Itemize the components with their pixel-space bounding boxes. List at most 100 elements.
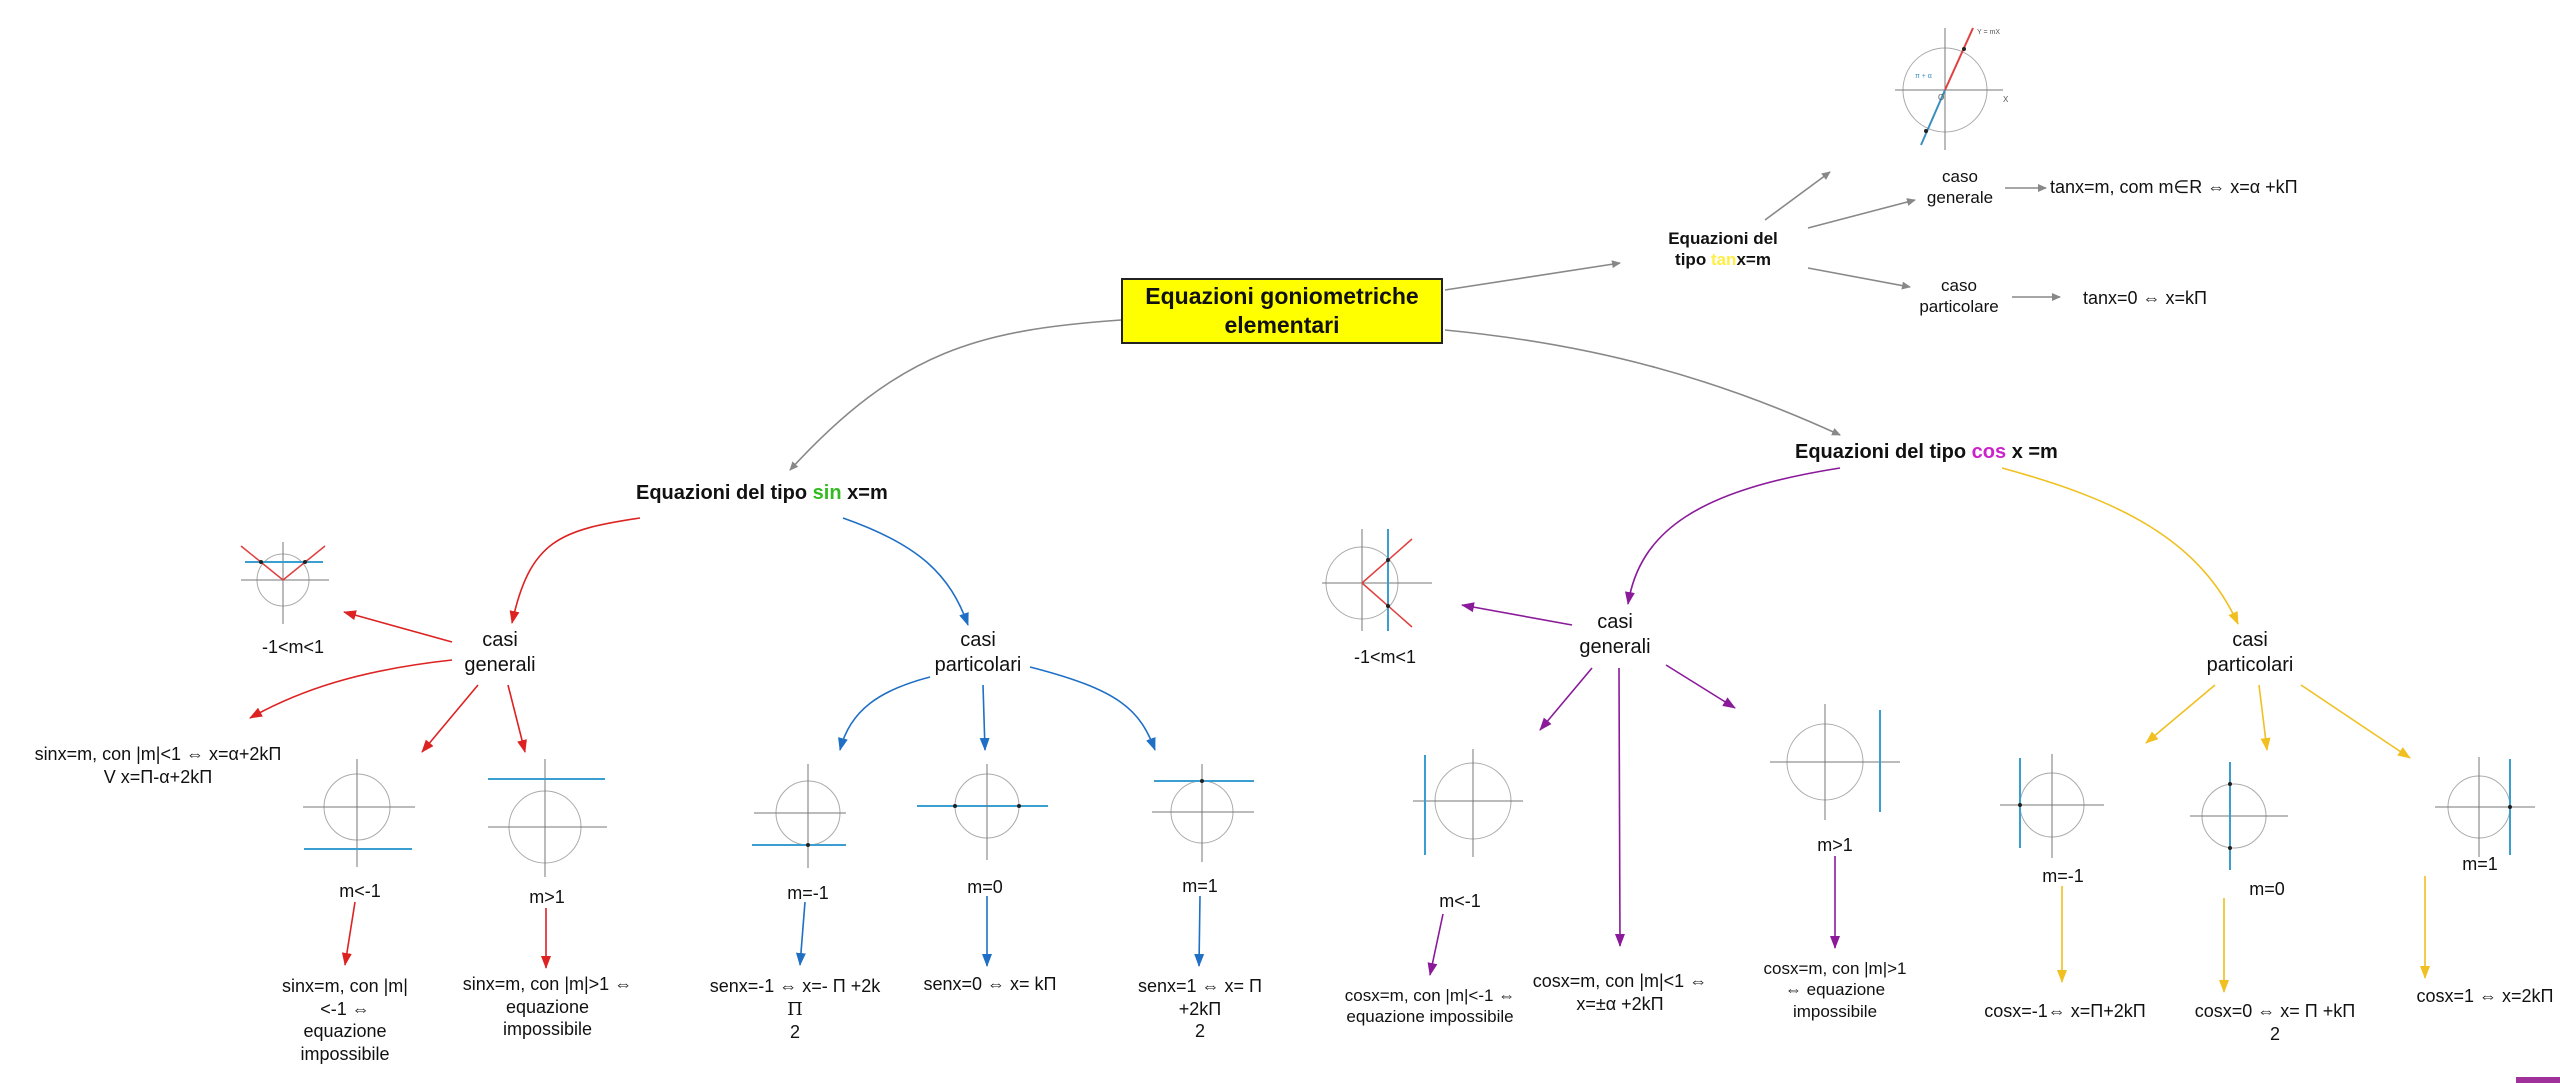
cos-m-neg1-label: m=-1 <box>2042 866 2084 886</box>
sin-range-label: -1˂m˂1 <box>261 637 325 657</box>
unit-circle-cos-m-neg1-diagram-icon <box>2000 754 2104 858</box>
sin-generali-1: casi <box>482 629 518 651</box>
cos-range-formula: cosx=m, con |m|˂1 ⇔ x=±α +2kΠ <box>1530 970 1710 1015</box>
cos-fn-word: cos <box>1971 441 2007 463</box>
sin-m1-formula: senx=1 ⇔ x= Π +2kΠ 2 <box>1120 975 1280 1043</box>
tan-fn-word: tan <box>1710 250 1737 270</box>
cos-casi-generali-node[interactable]: casi generali <box>1570 610 1660 660</box>
cos-range-formula-1: cosx=m, con |m|˂1 ⇔ <box>1532 971 1708 991</box>
edge-sin-part-m-neg1 <box>838 676 931 751</box>
sin-gt-formula-1: sinx=m, con |m|˃1 ⇔ <box>462 974 633 994</box>
cos-gt-formula-1: cosx=m, con |m|˃1 <box>1763 959 1907 978</box>
tan-title-node[interactable]: Equazioni del tipo tanx=m <box>1648 228 1798 271</box>
sin-title-node[interactable]: Equazioni del tipo sin x=m <box>636 481 888 506</box>
sin-m1-formula-1: senx=1 ⇔ x= Π <box>1137 976 1263 996</box>
tan-particolare-formula: tanx=0 ⇔ x=kΠ <box>2083 288 2208 308</box>
cos-m1-label: m=1 <box>2462 854 2498 874</box>
edge-cos-gen-range-formula <box>1614 667 1625 947</box>
edge-cos-gen-range <box>1461 602 1573 626</box>
sin-lt-formula-3: equazione <box>303 1021 387 1041</box>
svg-text:π + α: π + α <box>1915 73 1932 80</box>
cos-lt-formula-1: cosx=m, con |m|˂-1 ⇔ <box>1344 986 1516 1005</box>
cos-particolari-1: casi <box>2232 629 2268 651</box>
edge-cos-part-m0 <box>2258 684 2271 751</box>
sin-casi-particolari-node[interactable]: casi particolari <box>928 628 1028 678</box>
sin-gt-formula-2: equazione <box>505 996 590 1017</box>
cos-gt-formula: cosx=m, con |m|˃1 ⇔ equazione impossibil… <box>1750 958 1920 1022</box>
sin-fn-word: sin <box>812 482 842 504</box>
sin-title-pre: Equazioni del tipo <box>636 482 813 504</box>
sin-particolari-1: casi <box>960 629 996 651</box>
edge-sin-lt-formula <box>341 901 356 966</box>
unit-circle-sin-range-diagram-icon <box>240 542 329 624</box>
sin-lt-label: m˂-1 <box>339 881 381 901</box>
tan-caso-generale-node[interactable]: caso generale <box>1915 166 2005 209</box>
edge-sin-part-m1 <box>1029 666 1156 751</box>
cos-gt-formula-2: ⇔ equazione <box>1784 980 1886 1000</box>
tan-generale-label-1: caso <box>1942 167 1978 186</box>
cos-gt-label: m˃1 <box>1817 835 1853 855</box>
sin-lt-formula-2: ˂-1 ⇔ <box>320 998 370 1019</box>
sin-m-neg1-formula: senx=-1 ⇔ x=- Π +2k Π 2 <box>700 975 890 1044</box>
cos-m1-formula: cosx=1 ⇔ x=2kΠ <box>2416 986 2554 1006</box>
svg-text:X: X <box>2003 95 2009 104</box>
unit-circle-cos-gt-diagram-icon <box>1770 704 1900 820</box>
edge-cos-generali <box>1624 467 1841 605</box>
sin-m-neg1-formula-1: senx=-1 ⇔ x=- Π +2k <box>709 976 881 996</box>
edge-cos-particolari <box>2001 467 2239 625</box>
cos-title-node[interactable]: Equazioni del tipo cos x =m <box>1795 440 2058 465</box>
edge-tan-particolare <box>1807 267 1911 290</box>
sin-m0-formula: senx=0 ⇔ x= kΠ <box>923 974 1057 994</box>
sin-m0-label: m=0 <box>967 877 1003 897</box>
edge-sin-generali <box>509 517 641 624</box>
edge-root-cos <box>1444 329 1841 436</box>
edge-sin-m1-formula <box>1194 895 1205 967</box>
unit-circle-sin-lt-diagram-icon <box>303 759 415 867</box>
sin-casi-generali-node[interactable]: casi generali <box>455 628 545 678</box>
sin-generali-2: generali <box>464 654 536 676</box>
unit-circle-sin-m0-diagram-icon <box>917 764 1048 860</box>
unit-circle-cos-m0-diagram-icon <box>2190 762 2288 870</box>
tan-title-line1: Equazioni del <box>1668 229 1778 248</box>
cos-title-pre: Equazioni del tipo <box>1795 441 1972 463</box>
unit-circle-cos-lt-diagram-icon <box>1413 749 1523 857</box>
cos-lt-formula: cosx=m, con |m|˂-1 ⇔ equazione impossibi… <box>1330 985 1530 1028</box>
cos-casi-particolari-node[interactable]: casi particolari <box>2200 628 2300 678</box>
sin-gt-formula: sinx=m, con |m|˃1 ⇔ equazione impossibil… <box>460 973 635 1041</box>
unit-circle-cos-m1-diagram-icon <box>2435 757 2535 857</box>
cos-range-formula-2: x=±α +2kΠ <box>1576 993 1664 1014</box>
cos-generali-1: casi <box>1597 611 1633 633</box>
cos-m0-label: m=0 <box>2249 879 2285 899</box>
edge-cos-part-m1 <box>2300 684 2411 759</box>
edge-sin-gen-range <box>343 610 453 643</box>
sin-range-formula: sinx=m, con |m|˂1 ⇔ x=α+2kΠ V x=Π-α+2kΠ <box>18 743 298 788</box>
sin-lt-formula-1: sinx=m, con |m| <box>282 976 408 996</box>
edge-root-sin <box>789 319 1122 471</box>
root-title-line2: elementari <box>1224 312 1340 338</box>
edge-cos-part-m-neg1 <box>2145 684 2216 744</box>
tan-title-pre: tipo <box>1675 250 1711 270</box>
cos-m-neg1-formula: cosx=-1⇔ x=Π+2kΠ <box>1984 1001 2146 1021</box>
sin-range-formula-1: sinx=m, con |m|˂1 ⇔ x=α+2kΠ <box>34 744 282 764</box>
edge-tan-generale <box>1807 198 1916 229</box>
cos-m0-formula-2: 2 <box>2269 1023 2280 1044</box>
tan-generale-formula: tanx=m, com m∈R ⇔ x=α +kΠ <box>2050 177 2298 197</box>
sin-gt-formula-3: impossibile <box>502 1019 593 1039</box>
edge-cos-gen-gt <box>1665 664 1736 709</box>
slide-corner-mark <box>2516 1077 2560 1083</box>
sin-m1-formula-3: 2 <box>1194 1021 1205 1041</box>
edge-sin-part-m0 <box>979 684 990 751</box>
tan-title-post: x=m <box>1736 250 1771 270</box>
sin-lt-formula-4: impossibile <box>300 1043 390 1064</box>
tan-caso-particolare-node[interactable]: caso particolare <box>1905 275 2013 318</box>
svg-text:O: O <box>1938 93 1944 102</box>
tan-particolare-label-1: caso <box>1941 276 1977 295</box>
cos-title-post: x =m <box>2006 441 2058 463</box>
unit-circle-cos-range-diagram-icon <box>1322 529 1432 631</box>
sin-lt-formula: sinx=m, con |m| ˂-1 ⇔ equazione impossib… <box>270 975 420 1065</box>
sin-m-neg1-label: m=-1 <box>787 883 829 903</box>
unit-circle-sin-m1-diagram-icon <box>1152 764 1254 862</box>
